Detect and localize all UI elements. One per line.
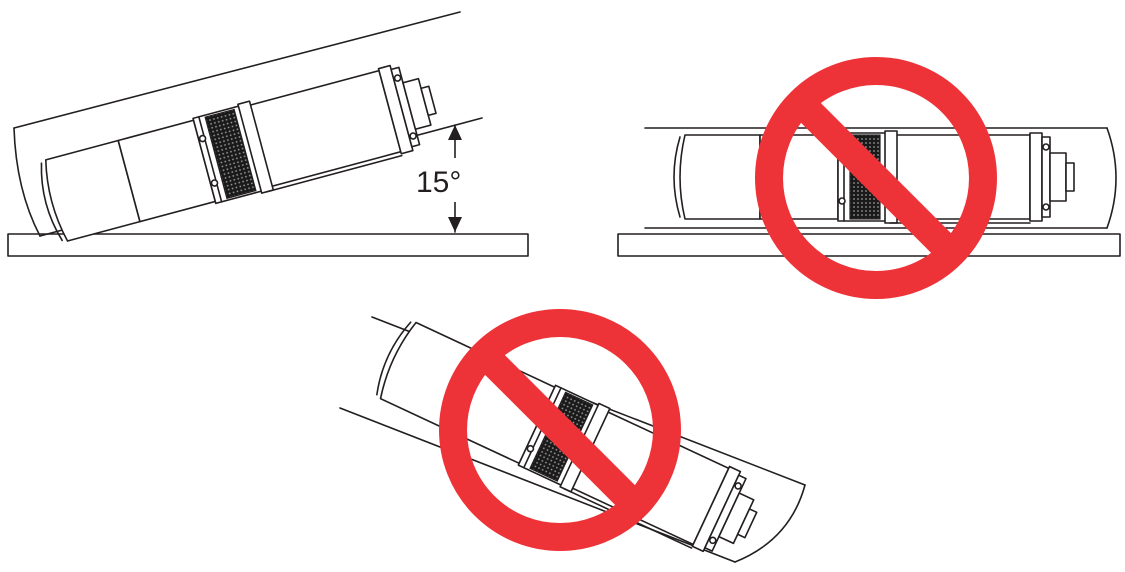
panel-correct-tilt: 15° <box>7 11 529 257</box>
ground-plate <box>617 233 1121 257</box>
angle-indicator: 15° <box>412 124 464 233</box>
panel-excessive-tilt <box>339 314 806 568</box>
panel-horizontal <box>617 71 1121 285</box>
angle-label: 15° <box>416 166 461 199</box>
sensor-body <box>33 54 446 249</box>
horizontal-trough <box>644 127 1117 229</box>
ground-plate <box>7 233 529 257</box>
